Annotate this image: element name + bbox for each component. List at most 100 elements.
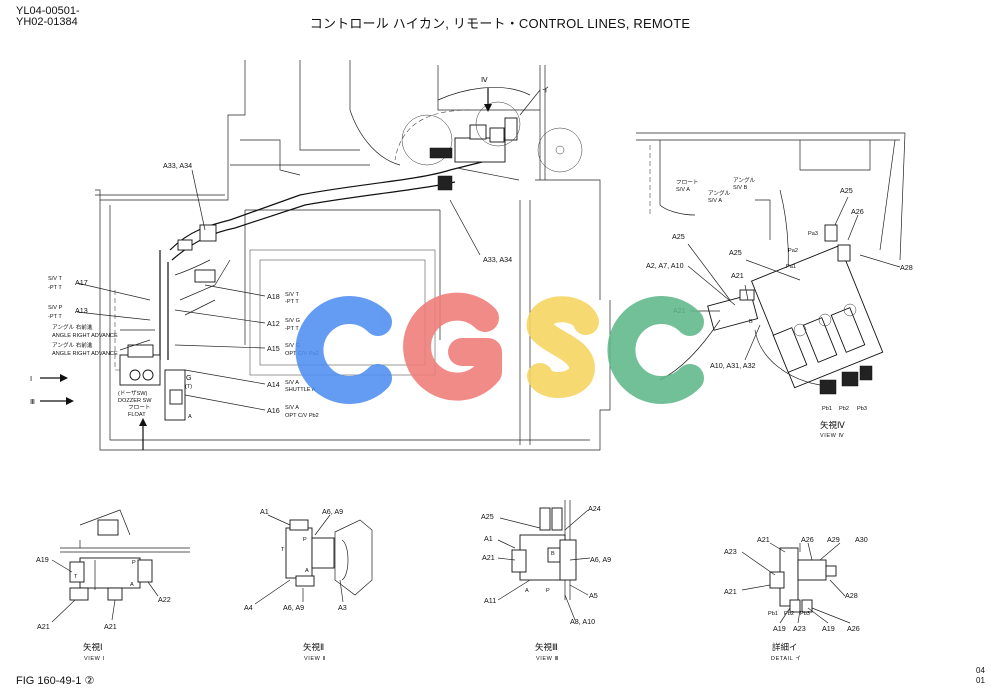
callout-a26: A26	[851, 207, 864, 216]
detail-i-callouts: A21 A26 A29 A30 A23 A21 A28 Pb1 Pb2 Pb3 …	[724, 535, 868, 662]
callout-a17: A17	[75, 278, 88, 287]
label-r18-1: S/V T	[285, 292, 299, 298]
callout-a33-a34-right: A33, A34	[483, 255, 512, 264]
view-i-callouts: A19 A21 A21 A22 P T A 矢視Ⅰ VIEW Ⅰ	[36, 555, 171, 662]
port-b: B	[551, 551, 555, 557]
watermark-logo	[295, 292, 704, 404]
callout-a1: A1	[260, 507, 269, 516]
view-iv-subtitle: VIEW Ⅳ	[820, 433, 845, 439]
label-dozer-4: FLOAT	[128, 412, 146, 418]
view-iii	[497, 500, 591, 621]
callout-a5: A5	[589, 591, 598, 600]
label-r18-2: -PT T	[285, 299, 299, 305]
callout-a33-a34-top: A33, A34	[163, 161, 192, 170]
port-p: P	[132, 560, 136, 566]
callout-a26-top: A26	[801, 535, 814, 544]
label-angle-sv-a: S/V A	[708, 198, 722, 204]
detail-i-subtitle: DETAIL イ	[771, 656, 801, 662]
port-pa2: Pa2	[788, 248, 798, 254]
callout-a21-top: A21	[757, 535, 770, 544]
callout-a21-left: A21	[724, 587, 737, 596]
callout-a22: A22	[158, 595, 171, 604]
view-i-subtitle: VIEW Ⅰ	[84, 656, 105, 662]
callout-a3: A3	[338, 603, 347, 612]
label-angle-jp-2: アングル 右前進	[52, 341, 93, 349]
callout-a25: A25	[481, 512, 494, 521]
callout-a12: A12	[267, 319, 280, 328]
callout-a24: A24	[588, 504, 601, 513]
label-angle-jp-1: アングル 右前進	[52, 323, 93, 331]
label-sv-p-2: -PT T	[48, 314, 62, 320]
callout-a-small: A	[188, 414, 192, 420]
label-r15-1: S/V G	[285, 343, 300, 349]
callout-a10-a31-a32: A10, A31, A32	[710, 361, 756, 370]
label-r12-1: S/V G	[285, 318, 300, 324]
label-angle-jp: アングル	[733, 176, 756, 184]
page-title: コントロール ハイカン, リモート・CONTROL LINES, REMOTE	[309, 16, 691, 31]
detail-i-marker: イ	[542, 85, 549, 94]
view-iii-arrow-label: Ⅲ	[30, 397, 35, 406]
callout-a25-mid: A25	[729, 248, 742, 257]
callout-g: G	[186, 373, 192, 382]
view-ii-subtitle: VIEW Ⅱ	[304, 656, 326, 662]
detail-i-title: 詳細イ	[772, 642, 798, 652]
label-dozer-2: DOZZER SW	[118, 398, 152, 404]
view-iv-callouts: フロート S/V A アングル S/V B アングル S/V A A25 A26…	[646, 176, 913, 439]
label-sv-t-2: -PT T	[48, 285, 62, 291]
port-pb3: Pb3	[800, 611, 810, 617]
view-ii	[254, 514, 373, 605]
page-number-bottom: 01	[976, 676, 985, 685]
label-angle-en-1: ANGLE RIGHT ADVANCE	[52, 333, 118, 339]
callout-a29: A29	[827, 535, 840, 544]
watermark-letter-s	[526, 296, 599, 398]
control-valve-iv	[707, 224, 884, 395]
label-sv-p-1: S/V P	[48, 305, 63, 311]
port-pb1: Pb1	[822, 406, 832, 412]
port-t: T	[74, 574, 78, 580]
callout-a1: A1	[484, 534, 493, 543]
port-a: A	[130, 582, 134, 588]
callout-a15: A15	[267, 344, 280, 353]
callout-a6-a9-bottom: A6, A9	[283, 603, 304, 612]
label-r14-2: SHUTTLE A	[285, 387, 316, 393]
view-arrows	[40, 88, 492, 450]
port-pb3: Pb3	[857, 406, 867, 412]
label-r16-2: OPT C/V Pb2	[285, 413, 319, 419]
callout-a19-b: A19	[822, 624, 835, 633]
callout-a19: A19	[36, 555, 49, 564]
label-float-sv: S/V A	[676, 187, 690, 193]
view-iii-subtitle: VIEW Ⅲ	[536, 656, 559, 662]
watermark-letter-c	[295, 296, 392, 404]
figure-reference: FIG 160-49-1 ②	[16, 675, 95, 687]
left-valve-block	[119, 224, 217, 421]
callout-a19: A19	[773, 624, 786, 633]
callout-a14: A14	[267, 380, 280, 389]
port-b: B	[749, 319, 753, 325]
port-pb2: Pb2	[839, 406, 849, 412]
callout-a23-left: A23	[724, 547, 737, 556]
port-a: A	[525, 588, 529, 594]
view-iii-callouts: A25 A24 A1 A21 A6, A9 A11 A5 A8, A10 B P…	[481, 504, 611, 662]
view-i-title: 矢視Ⅰ	[83, 642, 103, 652]
label-r12-2: -PT T	[285, 326, 299, 332]
serial-range-start: YL04-00501-	[16, 5, 80, 17]
callout-a26-bottom: A26	[847, 624, 860, 633]
callout-a4: A4	[244, 603, 253, 612]
main-view	[40, 60, 611, 451]
callout-a18: A18	[267, 292, 280, 301]
view-ii-title: 矢視Ⅱ	[303, 642, 324, 652]
port-t: T	[281, 547, 285, 553]
port-p: P	[303, 537, 307, 543]
callout-a13: A13	[75, 306, 88, 315]
label-angle-en-2: ANGLE RIGHT ADVANCE	[52, 351, 118, 357]
port-pa1: Pa1	[786, 264, 796, 270]
callout-a6-a9: A6, A9	[590, 555, 611, 564]
callout-a25-left: A25	[672, 232, 685, 241]
callout-a21-upper: A21	[731, 271, 744, 280]
callout-a8-a10: A8, A10	[570, 617, 595, 626]
top-valve-cluster	[429, 101, 521, 191]
callout-a25-top: A25	[840, 186, 853, 195]
callout-a30: A30	[855, 535, 868, 544]
callout-a2-a7-a10: A2, A7, A10	[646, 261, 684, 270]
